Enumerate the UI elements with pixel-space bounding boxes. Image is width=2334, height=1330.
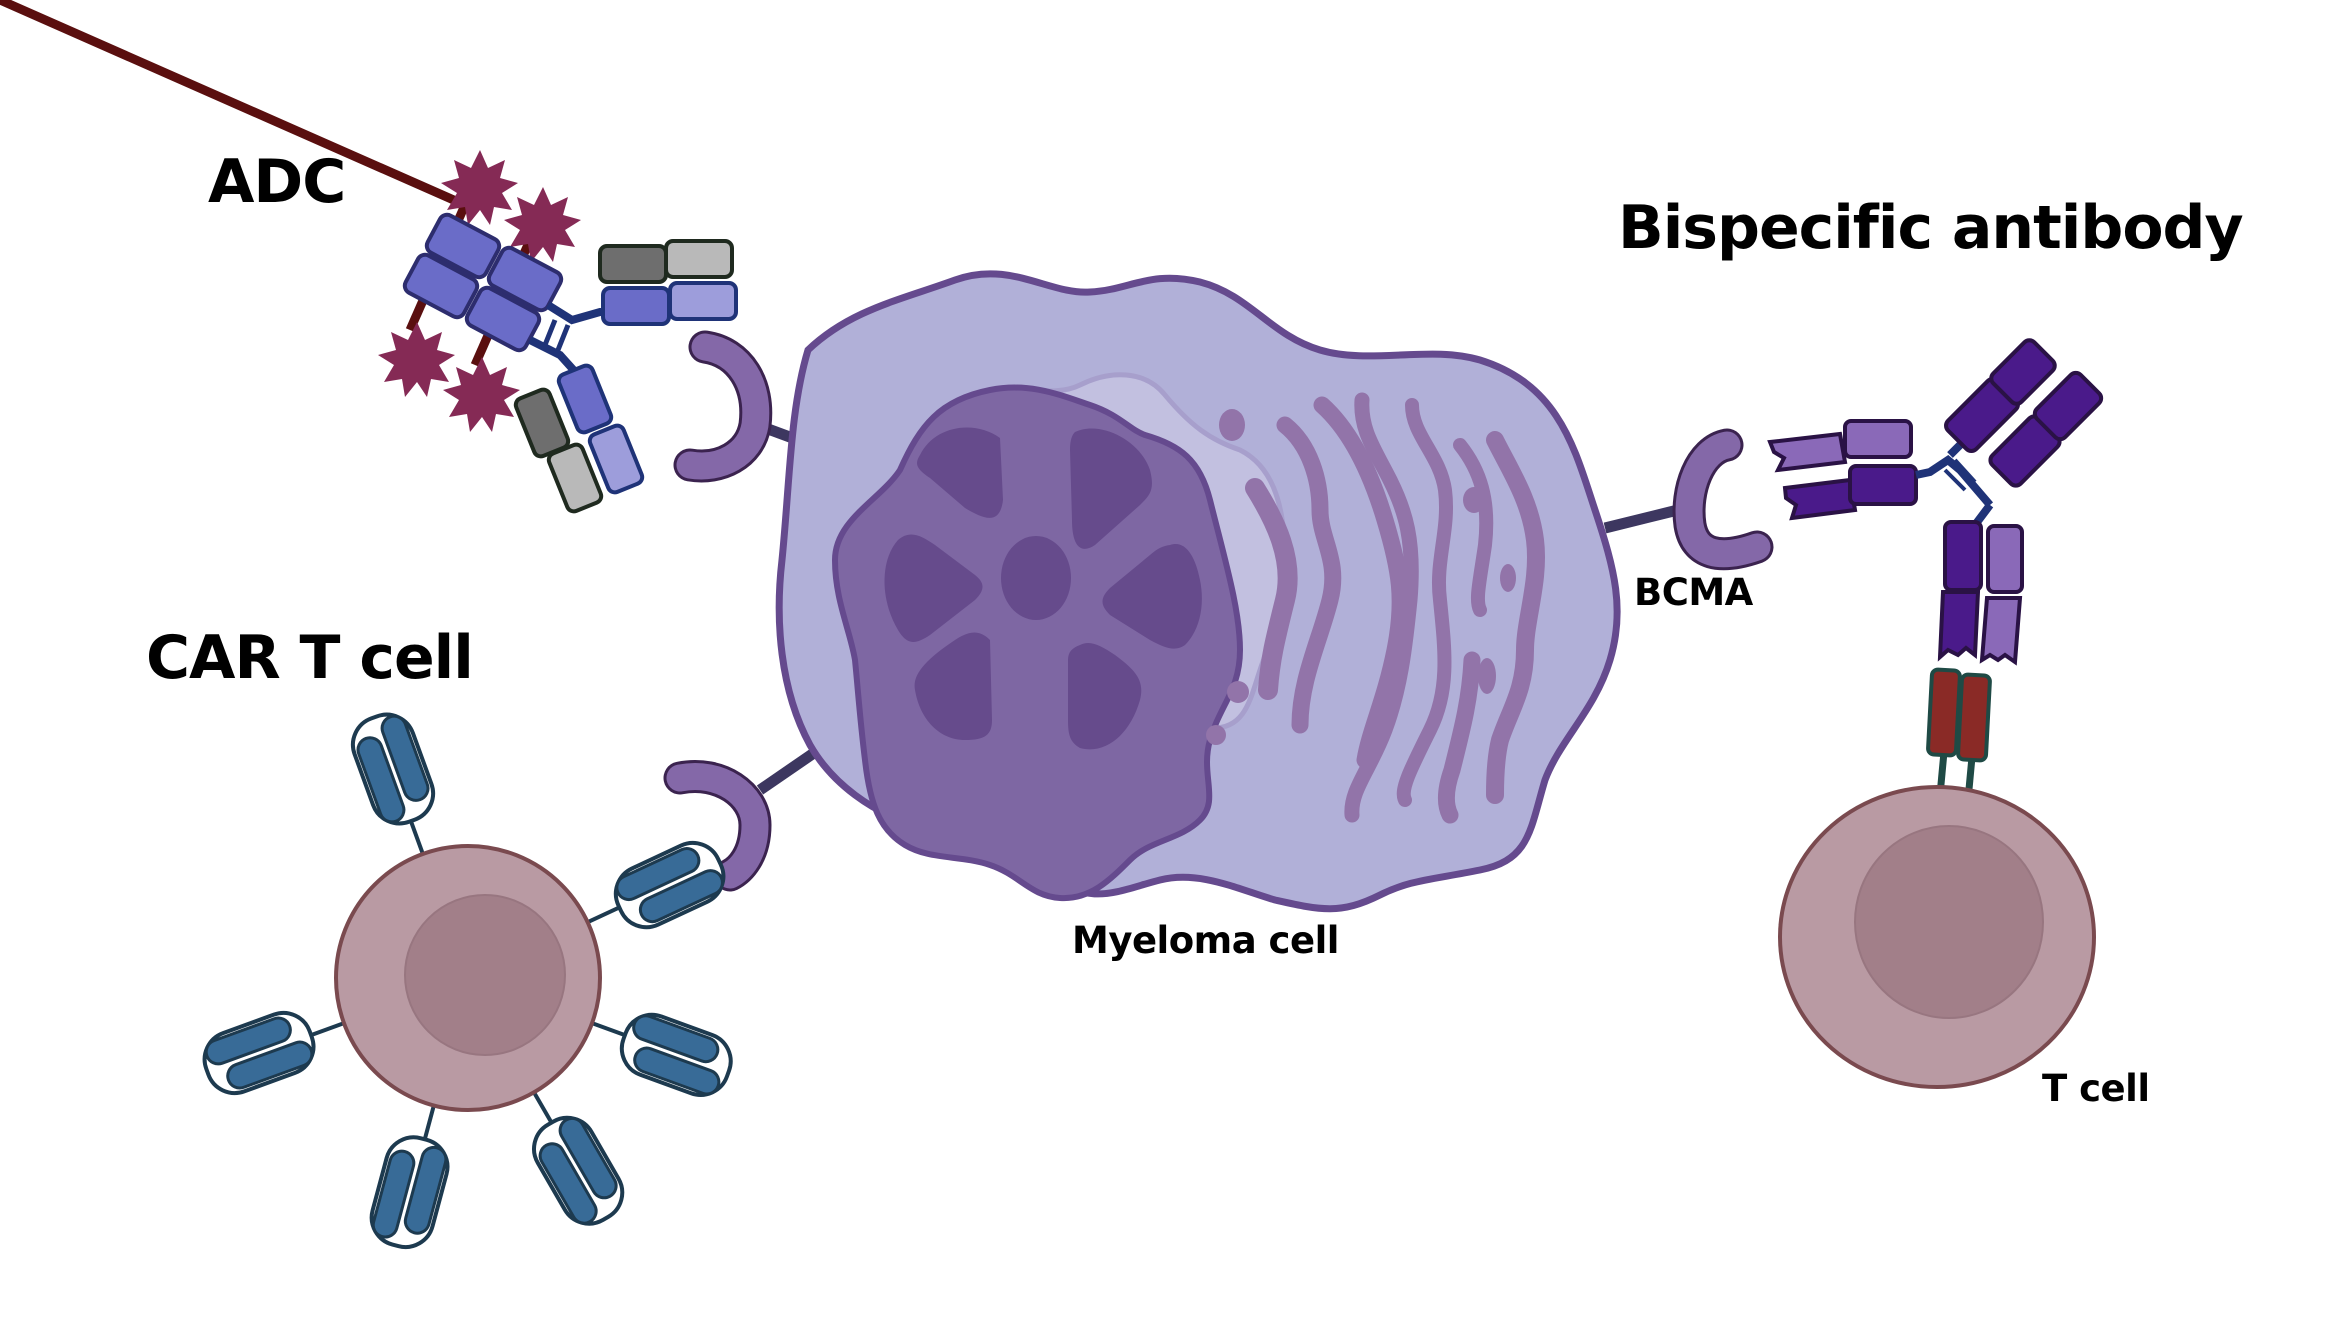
car-receptor bbox=[591, 1012, 733, 1097]
myeloma-cell bbox=[775, 270, 1621, 913]
cd3-receptor bbox=[1956, 672, 1992, 763]
t-cell bbox=[1778, 667, 2096, 1089]
t-cell-nucleus bbox=[1854, 825, 2044, 1019]
car-receptor bbox=[532, 1091, 625, 1226]
payload-icon bbox=[443, 357, 520, 432]
bispecific-antibody bbox=[1767, 338, 2104, 666]
label-bispecific-antibody: Bispecific antibody bbox=[1618, 193, 2244, 263]
car-receptor bbox=[369, 1104, 450, 1250]
chromatin bbox=[884, 427, 1202, 750]
payload-icon bbox=[378, 322, 455, 397]
car-receptors bbox=[202, 712, 733, 1250]
endoplasmic-reticulum bbox=[1245, 392, 1545, 824]
bcma-receptor-car bbox=[663, 760, 772, 892]
car-receptor bbox=[202, 1010, 345, 1096]
label-adc: ADC bbox=[208, 147, 346, 217]
label-myeloma-cell: Myeloma cell bbox=[1072, 919, 1339, 962]
payload-stars bbox=[378, 150, 581, 432]
nucleus bbox=[831, 384, 1244, 902]
adc-linkers bbox=[0, 0, 470, 210]
label-bcma: BCMA bbox=[1634, 571, 1753, 614]
payload-icon bbox=[504, 187, 581, 262]
cd3-receptor bbox=[1926, 667, 1962, 758]
bcma-receptor-adc bbox=[673, 330, 773, 483]
car-receptor bbox=[586, 840, 726, 930]
adc-antibody bbox=[0, 0, 738, 514]
car-t-nucleus bbox=[404, 894, 566, 1056]
label-t-cell: T cell bbox=[2042, 1067, 2150, 1110]
bcma-receptor-bispecific bbox=[1672, 428, 1774, 571]
payload-icon bbox=[441, 150, 518, 225]
er-vesicles bbox=[1206, 409, 1516, 745]
car-receptor bbox=[350, 712, 436, 855]
label-car-t-cell: CAR T cell bbox=[146, 623, 474, 693]
car-t-cell bbox=[202, 712, 733, 1250]
